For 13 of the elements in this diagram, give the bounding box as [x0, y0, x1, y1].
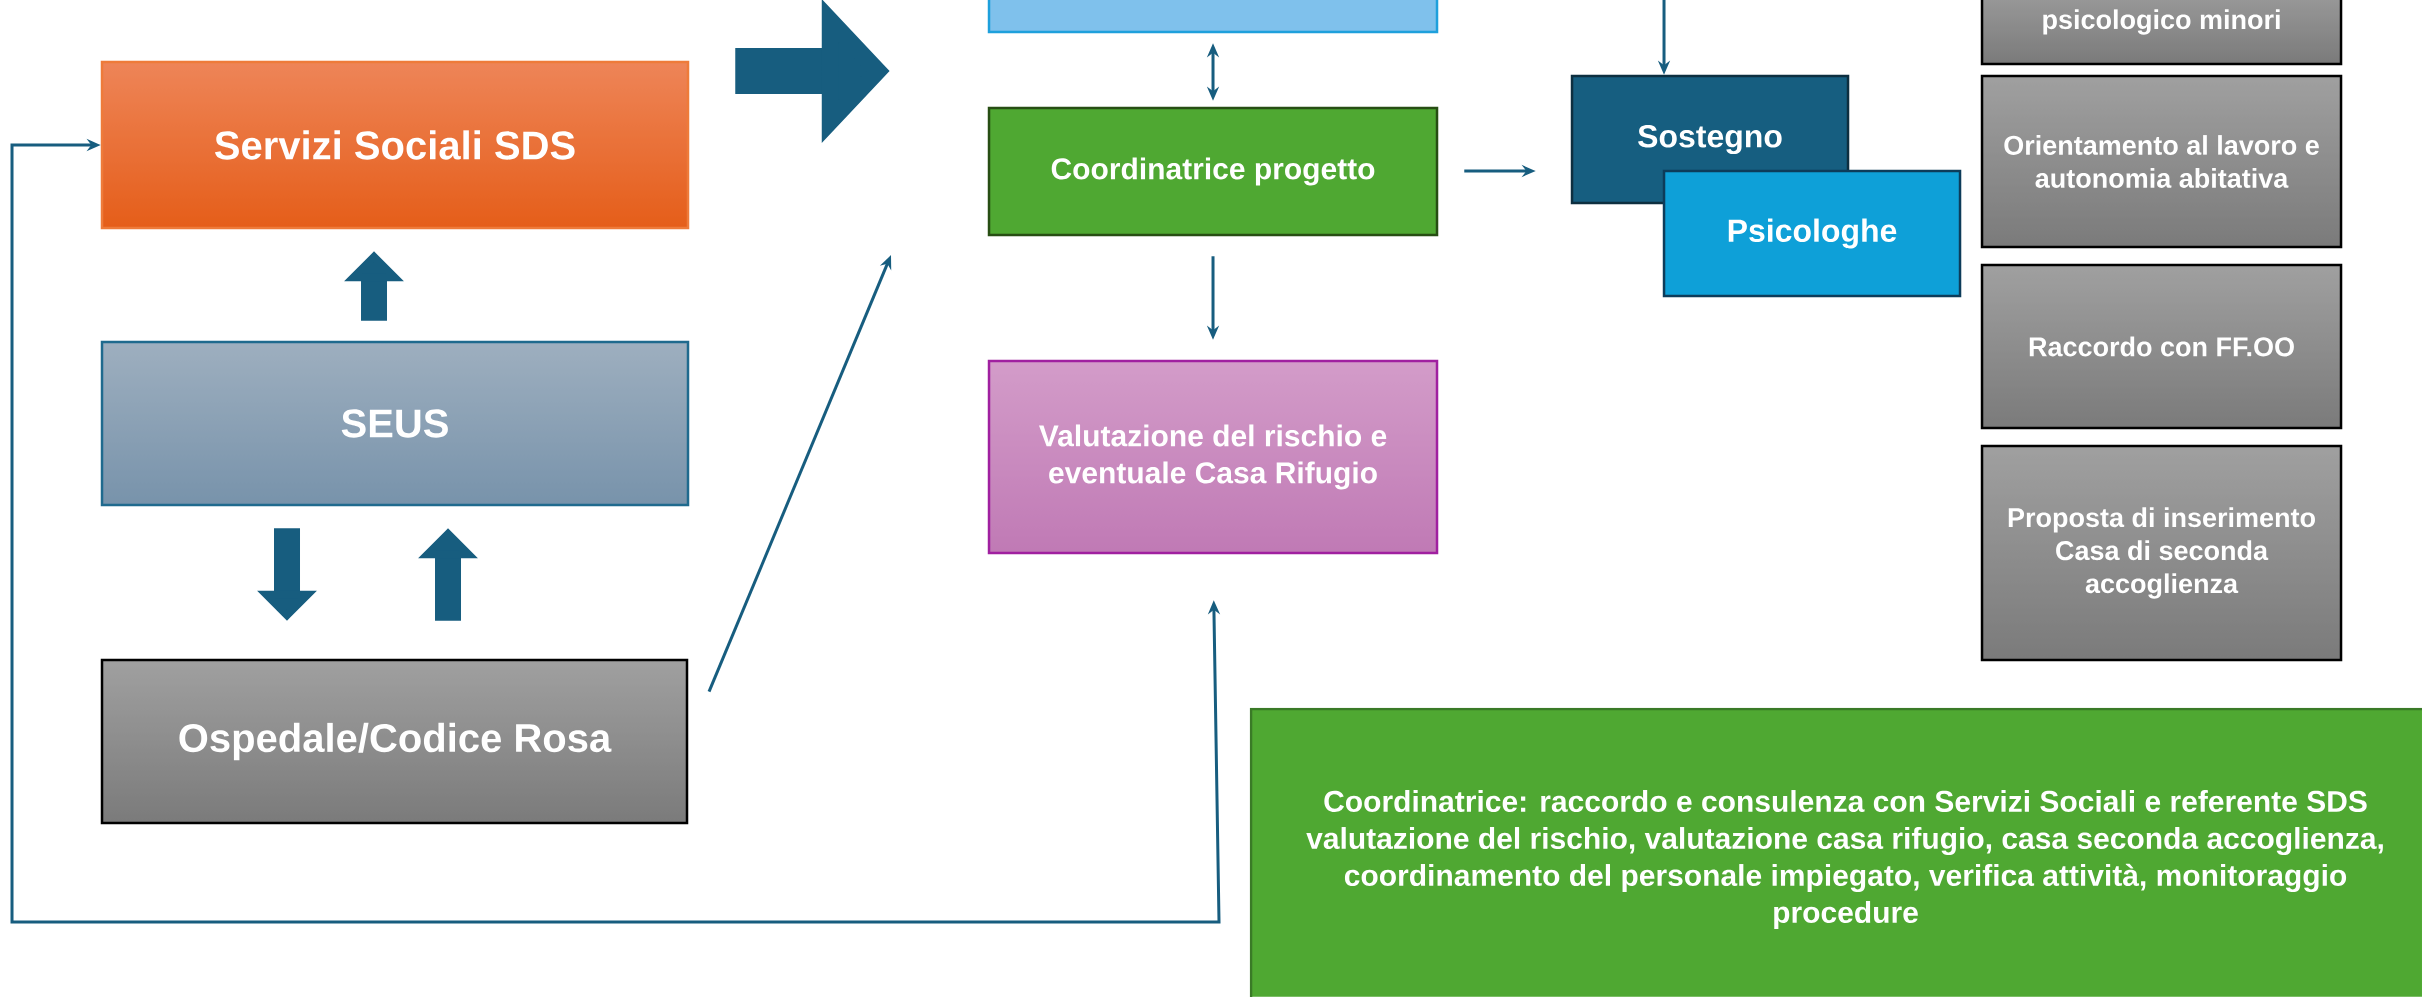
process-box: Servizi Sociali SDS [100, 60, 690, 230]
process-box: Proposta di inserimento Casa di seconda accoglienza [1980, 444, 2343, 662]
process-box [987, 0, 1439, 34]
process-box: psicologico minori [1980, 0, 2343, 66]
process-box: Raccordo con FF.OO [1980, 263, 2343, 430]
arrow [10, 138, 1221, 924]
process-box: Coordinatrice progetto [987, 106, 1439, 237]
process-box: Psicologhe [1662, 169, 1962, 298]
note-box: Coordinatrice: raccordo e consulenza con Servizi Sociali e referente SDS valutazione del rischio, valutazione casa rifugio, casa seconda accoglienza, coordinamento del personale impiegato, verifica attività, monitoraggio procedure [1249, 707, 2422, 997]
process-box: Valutazione del rischio e eventuale Casa Rifugio [987, 359, 1439, 555]
process-box: Ospedale/Codice Rosa [100, 658, 689, 825]
process-box: SEUS [100, 340, 690, 507]
process-box: Orientamento al lavoro e autonomia abitativa [1980, 74, 2343, 249]
